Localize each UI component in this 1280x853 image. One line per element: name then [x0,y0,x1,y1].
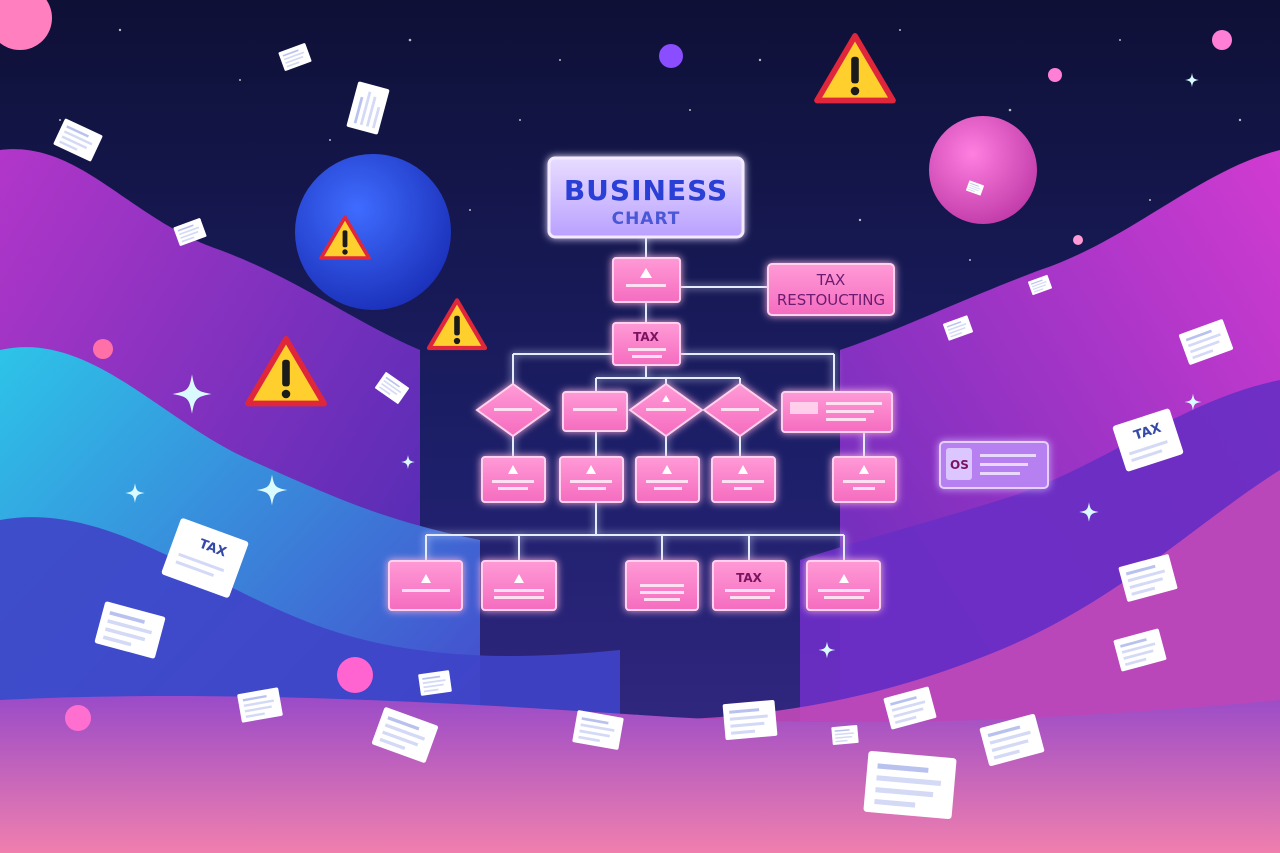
small-orb [65,705,91,731]
blue-orb [295,154,451,310]
chart-node [562,391,628,432]
small-orb [1073,235,1083,245]
chart-node [559,456,624,503]
tax-node-label: TAX [633,330,660,344]
chart-node-tax [712,560,787,611]
small-orb [659,44,683,68]
pink-orb [929,116,1037,224]
chart-node [711,456,776,503]
business-chart-title-node [547,156,745,239]
decision-diamond [702,382,778,438]
document-icon [418,670,452,696]
decision-diamond [475,382,551,438]
bottom-tax-node-label: TAX [736,571,763,585]
chart-node [388,560,463,611]
tax-paper: TAX [161,518,249,598]
chart-node [625,560,699,611]
chart-node-tax [612,322,681,366]
chart-node-level-1 [612,257,681,303]
document-icon [722,699,778,741]
chart-node [481,560,557,611]
tax-paper: TAX [1112,408,1184,472]
document-icon [863,750,957,820]
small-orb [337,657,373,693]
document-icon [831,724,859,746]
corner-orb [0,0,52,50]
small-orb [93,339,113,359]
chart-connectors [425,237,865,561]
small-orb [1048,68,1062,82]
level-4-nodes [481,456,897,503]
tax-restructuring-line-1: TAX [816,271,846,289]
floor-ground [0,695,1280,853]
small-orb [1212,30,1232,50]
decision-diamond [628,382,704,438]
title-line-2: CHART [612,209,681,229]
stars [59,28,1242,261]
side-info-card: OS [939,441,1049,489]
tax-restructuring-line-2: RESTOUCTING [777,291,885,309]
chart-node [481,456,546,503]
title-line-1: BUSINESS [564,174,728,207]
chart-node [806,560,881,611]
chart-node-wide [781,391,893,433]
tax-restructuring-node [767,263,895,316]
side-card-label: OS [950,458,969,472]
bottom-nodes [388,560,881,611]
chart-node [832,456,897,503]
chart-node [635,456,700,503]
